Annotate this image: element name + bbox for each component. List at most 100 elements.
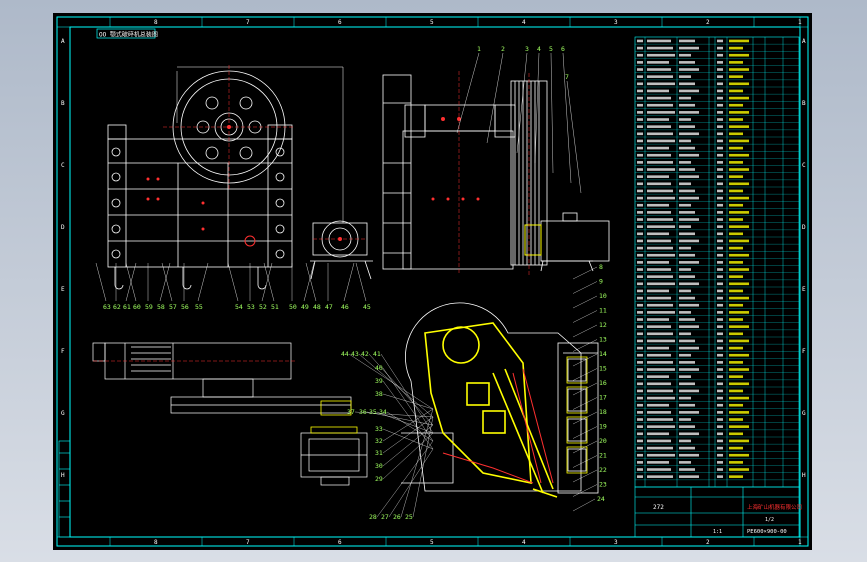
callout-42: 42	[361, 350, 369, 358]
callout-7: 7	[565, 73, 569, 81]
side-centerlines	[458, 71, 530, 275]
table-row	[637, 225, 643, 228]
table-row	[637, 39, 643, 43]
table-row	[637, 261, 643, 264]
callout-50: 50	[289, 303, 297, 311]
zone-7: 7	[246, 539, 250, 546]
zone-D: D	[61, 224, 65, 231]
callout-55: 55	[195, 303, 203, 311]
zone-7: 7	[246, 19, 250, 26]
callout-21: 21	[599, 452, 607, 460]
zone-5: 5	[430, 19, 434, 26]
small-label: 272	[653, 504, 664, 511]
table-row	[637, 453, 643, 457]
zone-1: 1	[798, 19, 802, 26]
table-row	[637, 289, 643, 293]
table-row	[637, 139, 643, 143]
inner-frame	[69, 26, 801, 538]
table-row	[637, 411, 643, 414]
callout-30: 30	[375, 462, 383, 470]
table-row	[637, 218, 643, 221]
callout-20: 20	[599, 437, 607, 445]
zone-A: A	[802, 38, 806, 45]
callout-26: 26	[393, 513, 401, 521]
callout-53: 53	[247, 303, 255, 311]
callout-62: 62	[113, 303, 121, 311]
zone-4: 4	[522, 19, 526, 26]
callout-11: 11	[599, 307, 607, 315]
callout-14: 14	[599, 350, 607, 358]
callout-47: 47	[325, 303, 333, 311]
callout-60: 60	[133, 303, 141, 311]
pulley-detail	[300, 432, 368, 486]
table-row	[637, 196, 643, 200]
callout-52: 52	[259, 303, 267, 311]
zone-G: G	[802, 410, 806, 417]
callout-36: 36	[359, 408, 367, 416]
callout-40: 40	[375, 364, 383, 372]
callout-41: 41	[373, 350, 381, 358]
callout-12: 12	[599, 321, 607, 329]
zone-2: 2	[706, 539, 710, 546]
zone-3: 3	[614, 539, 618, 546]
table-row	[637, 232, 643, 236]
zone-G: G	[61, 410, 65, 417]
callout-44: 44	[341, 350, 349, 358]
zone-H: H	[61, 472, 65, 479]
table-row	[637, 432, 643, 436]
callout-6: 6	[561, 45, 565, 53]
callout-63: 63	[103, 303, 111, 311]
callout-34: 34	[379, 408, 387, 416]
callout-61: 61	[123, 303, 131, 311]
callout-46: 46	[341, 303, 349, 311]
table-row	[637, 332, 643, 336]
zone-A: A	[61, 38, 65, 45]
callout-54: 54	[235, 303, 243, 311]
table-row	[637, 46, 643, 50]
drawing-code: PE600×900-00	[747, 529, 787, 535]
table-row	[637, 182, 643, 186]
plan-view	[92, 342, 352, 414]
zone-C: C	[61, 162, 65, 169]
company-name: 上海矿山机器有限公司	[747, 503, 802, 511]
front-centerlines	[163, 65, 367, 240]
table-row	[637, 275, 643, 278]
zone-6: 6	[338, 19, 342, 26]
zone-8: 8	[154, 539, 158, 546]
table-row	[637, 389, 643, 393]
table-row	[637, 68, 643, 71]
table-row	[637, 168, 643, 171]
side-yellow	[524, 224, 542, 256]
side-view	[382, 74, 610, 272]
zone-6: 6	[338, 539, 342, 546]
table-row	[637, 253, 643, 257]
table-row	[637, 189, 643, 193]
outer-frame	[56, 16, 809, 547]
table-row	[637, 282, 643, 286]
callout-4: 4	[537, 45, 541, 53]
zone-2: 2	[706, 19, 710, 26]
callout-35: 35	[369, 408, 377, 416]
section-view	[401, 302, 599, 494]
callout-45: 45	[363, 303, 371, 311]
table-row	[637, 425, 643, 428]
table-row	[637, 153, 643, 157]
table-row	[637, 475, 643, 478]
callout-32: 32	[375, 437, 383, 445]
section-red	[442, 368, 554, 484]
zone-4: 4	[522, 539, 526, 546]
side-view-accents	[431, 117, 480, 201]
callout-2: 2	[501, 45, 505, 53]
table-row	[637, 368, 643, 371]
table-row	[637, 418, 643, 421]
callout-16: 16	[599, 379, 607, 387]
table-row	[637, 339, 643, 343]
callout-33: 33	[375, 425, 383, 433]
table-row	[637, 361, 643, 364]
table-row	[637, 468, 643, 471]
callout-49: 49	[301, 303, 309, 311]
callout-39: 39	[375, 377, 383, 385]
